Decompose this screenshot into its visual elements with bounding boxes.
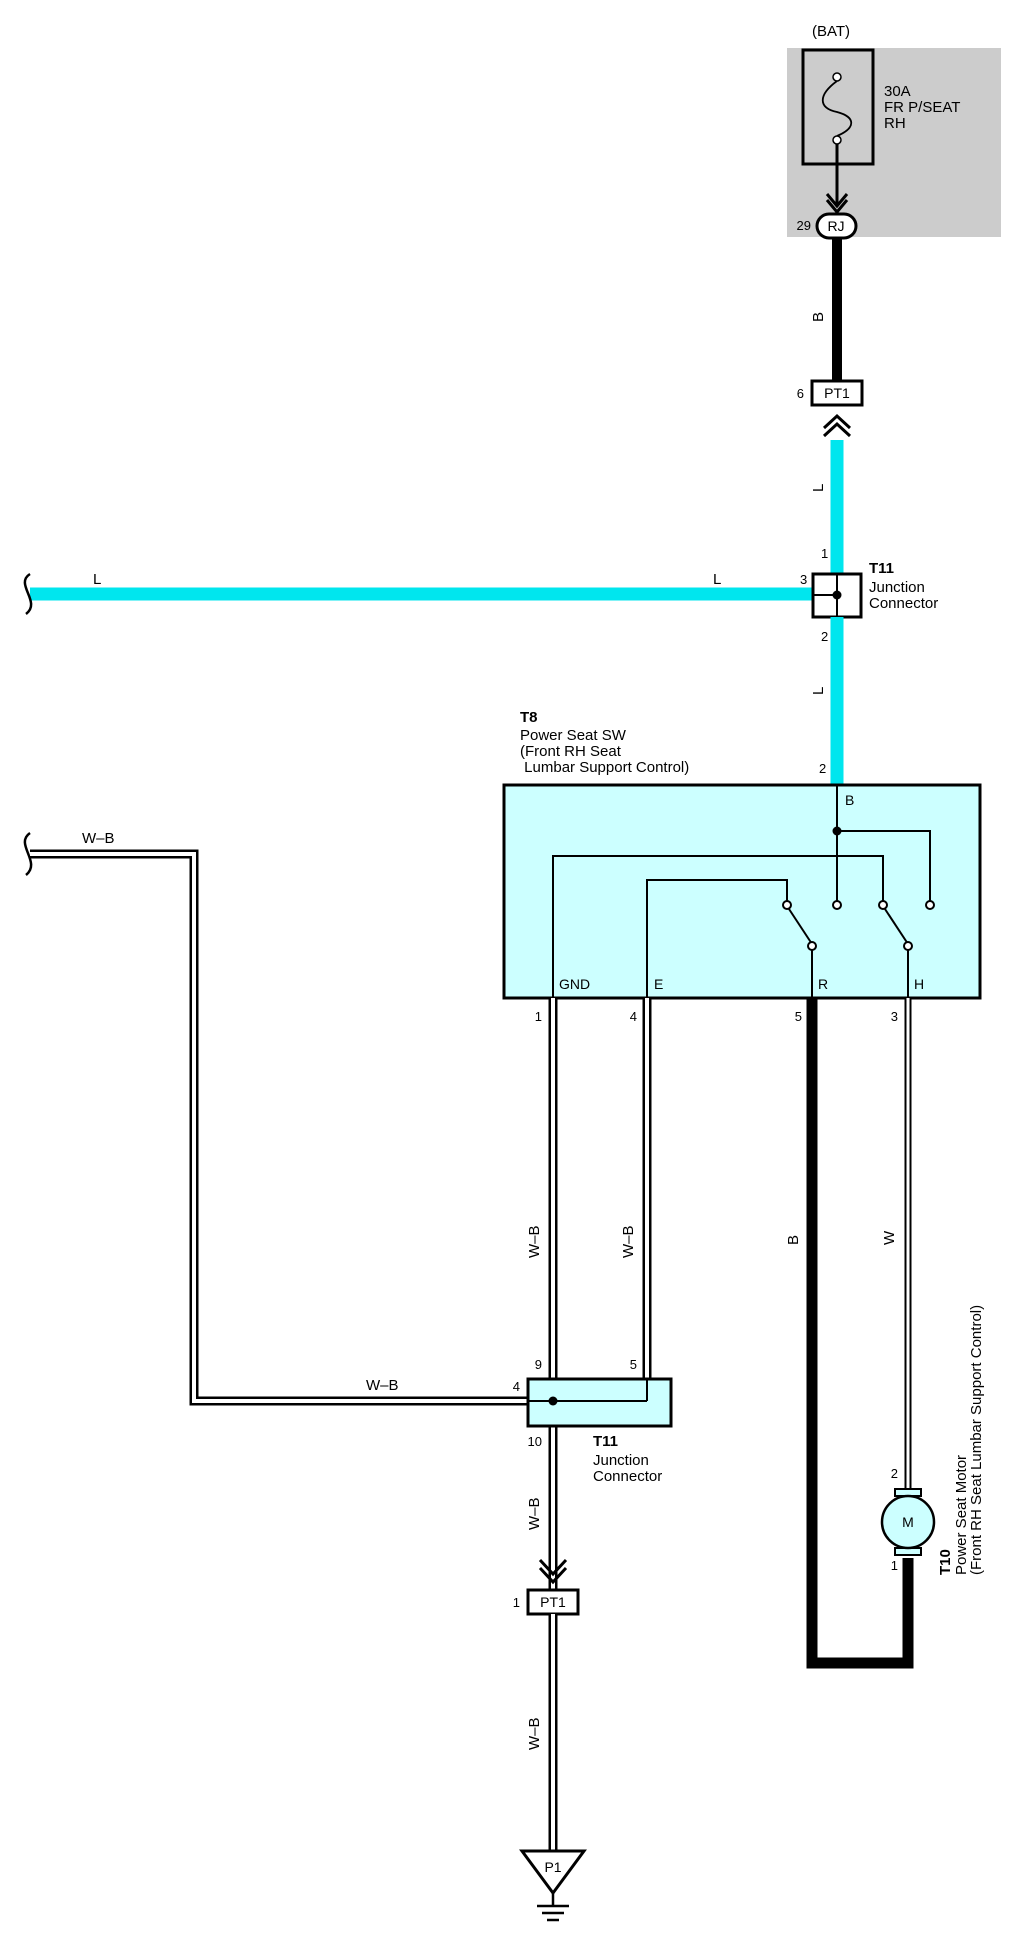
motor-name-line2: (Front RH Seat Lumbar Support Control) xyxy=(968,1305,985,1575)
t8-name-line3: Lumbar Support Control) xyxy=(520,759,689,776)
wire-label-l-upper: L xyxy=(810,484,827,492)
wire-label-w-h: W xyxy=(881,1230,898,1245)
motor-pin-bottom: 1 xyxy=(891,1558,898,1573)
wire-label-wb-ground: W–B xyxy=(526,1717,543,1750)
t8-pin-e: 4 xyxy=(630,1009,637,1024)
wire-label-wb-left: W–B xyxy=(82,830,115,847)
fuse-name-line1: FR P/SEAT xyxy=(884,99,960,116)
ground-triangle xyxy=(519,1849,587,1896)
motor-name-line1: Power Seat Motor xyxy=(953,1455,970,1575)
t11-upper-code: T11 xyxy=(869,560,894,577)
t8-term-e: E xyxy=(654,976,663,992)
t8-node-b xyxy=(832,826,842,836)
t11-lower-pin-10: 10 xyxy=(528,1434,542,1449)
ground-icon xyxy=(537,1893,569,1922)
t8-code: T8 xyxy=(520,709,538,726)
wire-label-wb-e: W–B xyxy=(620,1225,637,1258)
pt1-upper-connector xyxy=(810,379,864,407)
wire-label-b-r: B xyxy=(785,1235,802,1245)
t8-term-r: R xyxy=(818,976,828,992)
fuse-source-label: (BAT) xyxy=(812,23,850,40)
t8-switch-box xyxy=(502,783,982,1000)
t8-pin-r: 5 xyxy=(795,1009,802,1024)
t11-upper-name-line2: Connector xyxy=(869,595,938,612)
fuse-terminal-bottom xyxy=(832,135,842,145)
connector-rj-label: RJ xyxy=(827,218,844,234)
motor-symbol: M xyxy=(902,1514,914,1530)
t11-upper-pin-top: 1 xyxy=(821,546,828,561)
motor-icon xyxy=(880,1494,936,1550)
fuse-element-icon xyxy=(821,80,853,137)
t8-pin-b: 2 xyxy=(819,761,826,776)
t8-term-gnd: GND xyxy=(559,976,590,992)
t8-name-line2: (Front RH Seat xyxy=(520,743,622,760)
wire-wb-left-break-icon xyxy=(23,831,33,876)
t8-term-b: B xyxy=(845,792,854,808)
t8-contact-1 xyxy=(782,900,792,910)
t8-contact-2 xyxy=(832,900,842,910)
motor-code: T10 xyxy=(937,1549,954,1575)
pt1-upper-label: PT1 xyxy=(824,385,850,401)
ground-label: P1 xyxy=(544,1859,561,1875)
connector-rj-pin: 29 xyxy=(797,218,811,233)
fuse-terminal-top xyxy=(832,72,842,82)
t11-lower-name-line2: Connector xyxy=(593,1468,662,1485)
wire-label-l-left: L xyxy=(93,571,101,588)
t8-name-line1: Power Seat SW xyxy=(520,727,627,744)
t8-contact-r xyxy=(807,941,817,951)
pt1-lower-pin: 1 xyxy=(513,1595,520,1610)
wire-label-wb-to-t11: W–B xyxy=(366,1377,399,1394)
t11-lower-pin-9: 9 xyxy=(535,1357,542,1372)
pt1-upper-arrow-icon xyxy=(822,413,852,438)
wire-label-b-top: B xyxy=(810,312,827,322)
t8-pin-gnd: 1 xyxy=(535,1009,542,1024)
t11-upper-pin-bottom: 2 xyxy=(821,629,828,644)
t8-pin-h: 3 xyxy=(891,1009,898,1024)
fuse-name-line2: RH xyxy=(884,115,906,132)
t8-contact-3 xyxy=(878,900,888,910)
t11-lower-code: T11 xyxy=(593,1433,618,1450)
wire-label-l-lower: L xyxy=(810,687,827,695)
wire-label-wb-t11-to-pt1: W–B xyxy=(526,1497,543,1530)
wire-label-wb-gnd: W–B xyxy=(526,1225,543,1258)
t11-lower-name-line1: Junction xyxy=(593,1452,649,1469)
connector-arrow-icon xyxy=(825,193,849,215)
t8-term-h: H xyxy=(914,976,924,992)
t8-contact-h xyxy=(903,941,913,951)
t11-upper-name-line1: Junction xyxy=(869,579,925,596)
t11-upper-pin-left: 3 xyxy=(800,572,807,587)
wire-l-left-break-icon xyxy=(23,572,33,615)
wire-label-l-near-t11: L xyxy=(713,571,721,588)
t11-lower-pin-5: 5 xyxy=(630,1357,637,1372)
t8-contact-4 xyxy=(925,900,935,910)
pt1-lower-label: PT1 xyxy=(540,1594,566,1610)
t11-upper-node xyxy=(832,590,842,600)
motor-pin-top: 2 xyxy=(891,1466,898,1481)
wire-b-r xyxy=(806,998,914,1669)
fuse-rating: 30A xyxy=(884,83,911,100)
t11-lower-pin-4: 4 xyxy=(513,1379,520,1394)
t8-internal-circuit xyxy=(552,785,931,998)
wire-wb-left xyxy=(30,849,528,1406)
pt1-upper-pin: 6 xyxy=(797,386,804,401)
pt1-lower-arrow-icon xyxy=(538,1558,568,1585)
t11-lower-node xyxy=(548,1396,558,1406)
